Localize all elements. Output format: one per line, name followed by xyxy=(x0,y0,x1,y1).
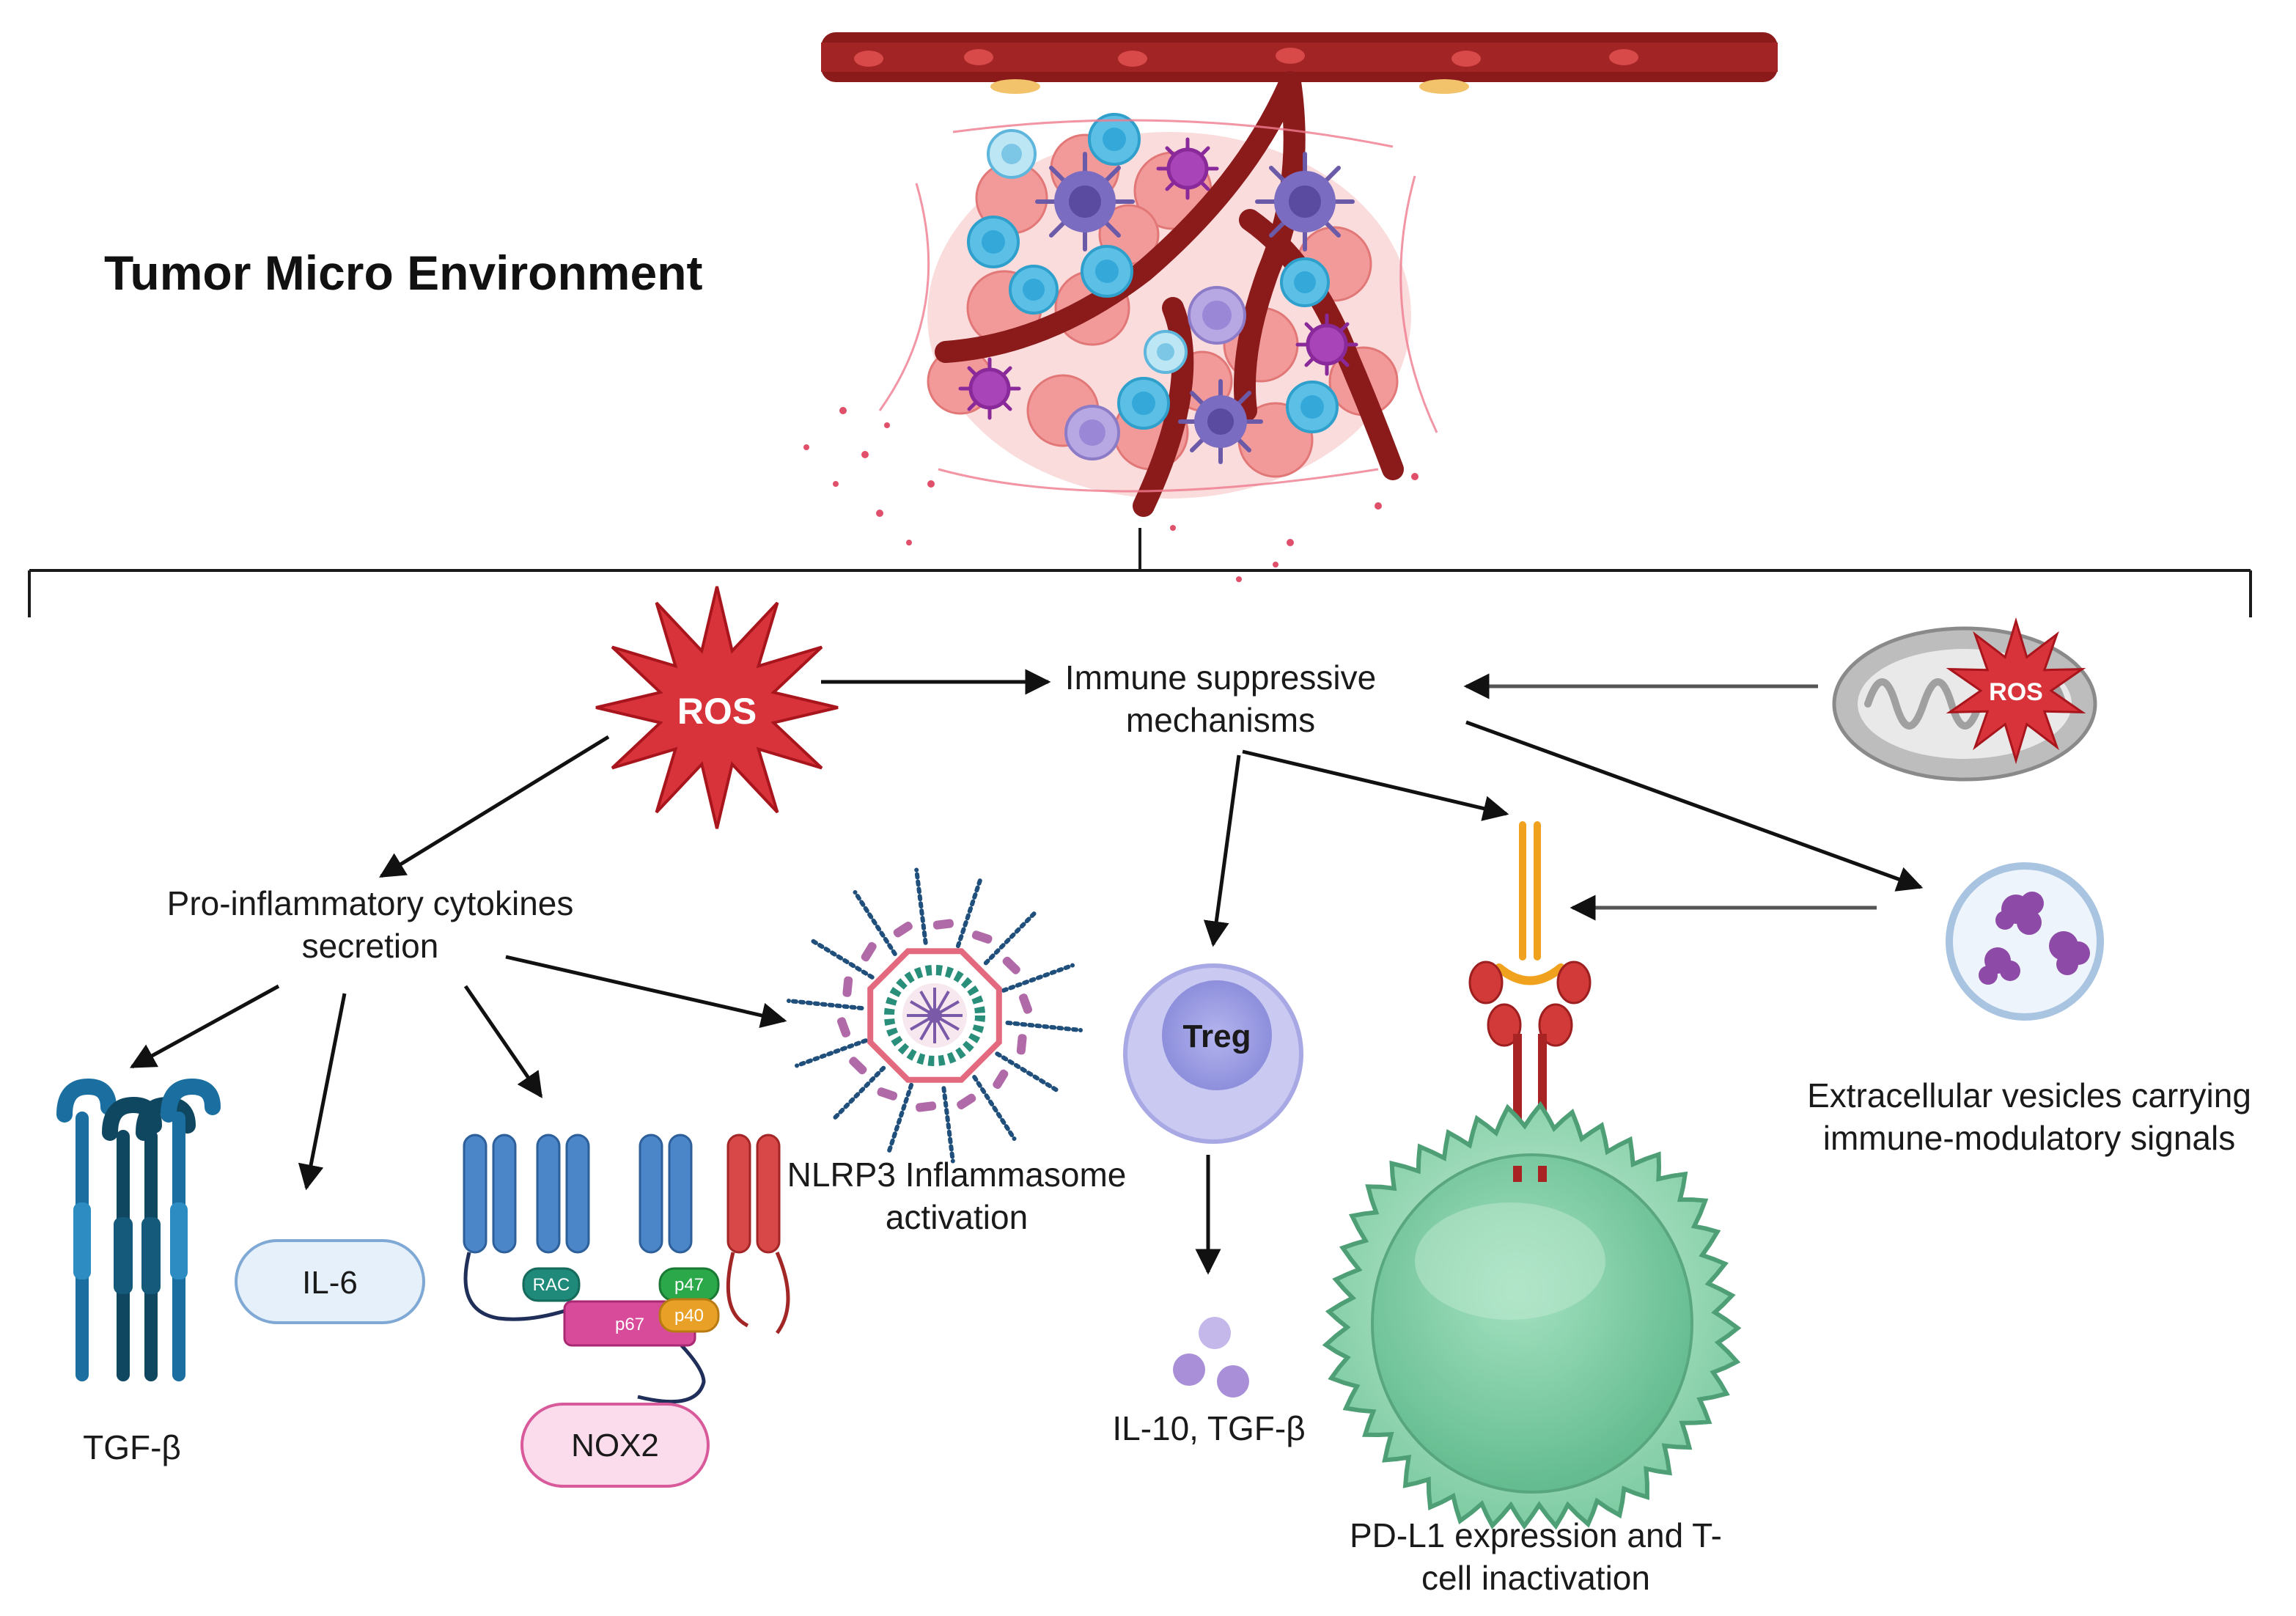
dendritic-cells xyxy=(1035,152,1355,464)
nox2-label: NOX2 xyxy=(571,1428,659,1463)
p47-label: p47 xyxy=(674,1275,704,1295)
rac-label: RAC xyxy=(533,1275,570,1295)
branch-bracket xyxy=(28,528,2252,617)
ev-label-line1: Extracellular vesicles carrying xyxy=(1807,1076,2251,1114)
red-blood-cells xyxy=(854,48,1638,67)
il6-label: IL-6 xyxy=(302,1265,358,1301)
secreted-particles xyxy=(803,407,1419,582)
mitochondrion: ROS xyxy=(1832,617,2097,782)
arrow-to-treg xyxy=(1203,754,1241,947)
t-cell xyxy=(1322,1101,1742,1530)
pdl1-label-line1: PD-L1 expression and T- xyxy=(1350,1516,1722,1554)
immune-label-line2: mechanisms xyxy=(1126,701,1315,739)
mito-ros-label: ROS xyxy=(1989,678,2043,706)
title: Tumor Micro Environment xyxy=(104,246,703,300)
nox2-complex: p67 RAC p47 p40 NOX2 xyxy=(463,1134,790,1488)
tumor-microenvironment-illustration xyxy=(803,32,1778,582)
ros-starburst: ROS xyxy=(595,586,839,829)
treg-label: Treg xyxy=(1183,1018,1251,1054)
macrophages xyxy=(958,137,1358,420)
arrow-ros-to-cytokines xyxy=(379,735,610,878)
nlrp3-label-line1: NLRP3 Inflammasome xyxy=(787,1156,1127,1194)
p40-label: p40 xyxy=(674,1306,704,1326)
ros-label: ROS xyxy=(677,691,757,732)
p67-label: p67 xyxy=(615,1315,644,1334)
ev-label-line2: immune-modulatory signals xyxy=(1823,1119,2235,1157)
lavender-immune-cells xyxy=(1064,286,1246,460)
arrow-to-vesicles xyxy=(1465,720,1924,892)
nlrp3-inflammasome xyxy=(787,867,1083,1164)
treg-cell: Treg xyxy=(1123,963,1303,1144)
il10-label: IL-10, TGF-β xyxy=(1112,1409,1305,1447)
nlrp3-label-line2: activation xyxy=(886,1198,1028,1236)
arrow-to-tgfb xyxy=(129,984,280,1069)
il6-pill: IL-6 xyxy=(235,1239,425,1324)
extracellular-vesicle xyxy=(1946,862,2104,1021)
arrow-to-pdl1 xyxy=(1242,749,1509,821)
immune-label-line1: Immune suppressive xyxy=(1065,658,1376,697)
nox2-pill xyxy=(520,1403,710,1488)
tgfb-label: TGF-β xyxy=(83,1428,181,1466)
blue-immune-cells xyxy=(967,113,1339,433)
cytokines-label-line2: secretion xyxy=(302,927,439,965)
cytokine-particles xyxy=(1173,1317,1249,1398)
p40-subunit xyxy=(658,1298,720,1333)
extracellular-fibers xyxy=(878,119,1438,493)
branching-vessels xyxy=(935,71,1404,517)
pdl1-label-line2: cell inactivation xyxy=(1421,1559,1650,1597)
arrow-to-nlrp3 xyxy=(505,955,787,1029)
tgfb-receptor xyxy=(56,1078,221,1381)
arrows xyxy=(129,669,1924,1275)
cytokines-label-line1: Pro-inflammatory cytokines xyxy=(167,884,574,922)
arrow-to-nox2 xyxy=(463,985,543,1098)
endothelial-cells xyxy=(990,79,1469,94)
rac-subunit xyxy=(522,1267,581,1302)
arrow-to-il6 xyxy=(298,993,347,1191)
